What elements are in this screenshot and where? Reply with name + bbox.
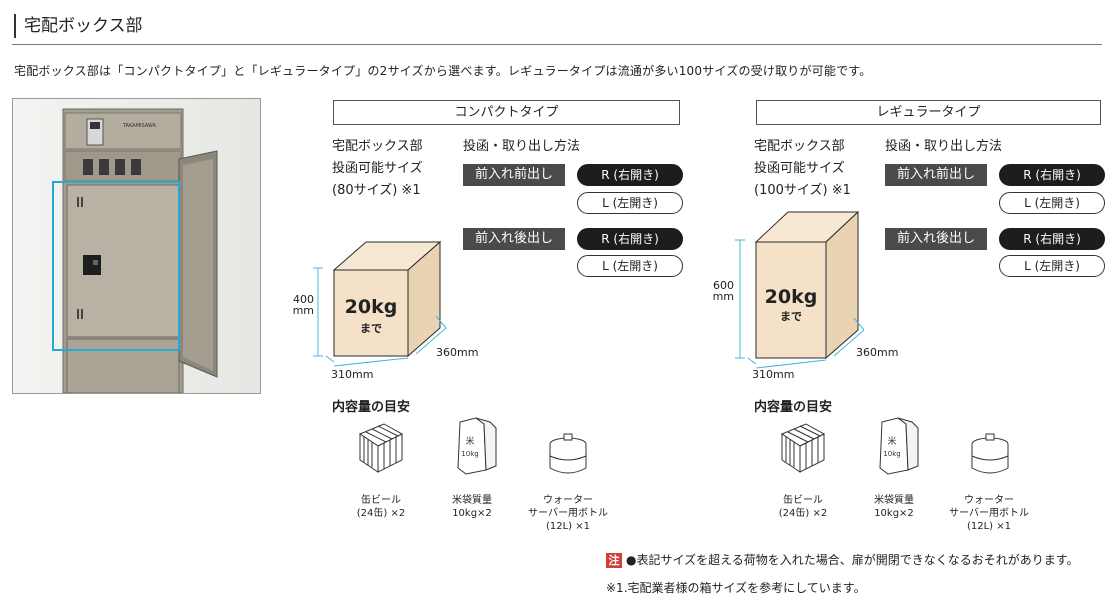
compact-water-caption-3: (12L) ×1 <box>545 521 591 532</box>
regular-rice-caption-2: 10kg×2 <box>874 508 914 519</box>
compact-size-heading-1: 宅配ボックス部 <box>332 139 423 154</box>
water-bottle-icon <box>971 433 1009 474</box>
compact-box-diagram <box>313 240 447 367</box>
intro-text: 宅配ボックス部は「コンパクトタイプ」と「レギュラータイプ」の2サイズから選べます… <box>14 64 872 78</box>
footnote: ※1.宅配業者様の箱サイズを参考にしています。 <box>606 581 866 595</box>
page-title: 宅配ボックス部 <box>14 14 143 38</box>
regular-method-heading: 投函・取り出し方法 <box>885 139 1003 154</box>
compact-height-value: 400 <box>293 293 314 306</box>
compact-depth-label: 360mm <box>436 346 479 359</box>
regular-size-heading-1: 宅配ボックス部 <box>754 139 845 154</box>
regular-depth-label: 360mm <box>856 346 899 359</box>
compact-rice-caption-1: 米袋質量 <box>452 495 492 506</box>
rice-weight-mark: 10kg <box>883 450 900 458</box>
compact-weight-suffix: まで <box>360 322 382 335</box>
compact-front-back-right-opening: R (右開き) <box>577 228 683 250</box>
regular-size-heading-2: 投函可能サイズ <box>754 161 845 176</box>
compact-size-heading-3: (80サイズ) ※1 <box>332 183 421 198</box>
regular-method-front-back: 前入れ後出し <box>885 228 987 250</box>
regular-beer-caption-1: 缶ビール <box>783 495 823 506</box>
rice-bag-icon: 米 10kg <box>457 417 497 475</box>
compact-beer-caption-2: (24缶) ×2 <box>356 508 406 519</box>
delivery-box-illustration: TAKAMISAWA <box>13 99 260 394</box>
regular-weight-suffix: まで <box>780 310 802 323</box>
product-photo: TAKAMISAWA <box>12 98 261 394</box>
water-bottle-icon <box>549 433 587 474</box>
regular-type-label: レギュラータイプ <box>756 100 1101 125</box>
compact-type-label: コンパクトタイプ <box>333 100 680 125</box>
compact-size-heading-2: 投函可能サイズ <box>332 161 423 176</box>
title-divider <box>12 44 1102 45</box>
beer-case-icon <box>780 423 826 473</box>
regular-weight-limit: 20kg <box>764 286 818 308</box>
regular-water-caption-3: (12L) ×1 <box>966 521 1012 532</box>
regular-contents-heading: 内容量の目安 <box>754 400 833 415</box>
regular-size-heading-3: (100サイズ) ※1 <box>754 183 851 198</box>
regular-width-label: 310mm <box>752 368 795 381</box>
rice-mark: 米 <box>465 435 474 447</box>
regular-height-value: 600 <box>713 279 734 292</box>
rice-mark: 米 <box>887 435 896 447</box>
caution-badge: 注 <box>606 553 622 568</box>
rice-weight-mark: 10kg <box>461 450 478 458</box>
beer-case-icon <box>358 423 404 473</box>
rice-bag-icon: 米 10kg <box>879 417 919 475</box>
compact-front-front-right-opening: R (右開き) <box>577 164 683 186</box>
compact-water-caption-2: サーバー用ボトル <box>528 508 608 519</box>
compact-front-back-left-opening: L (左開き) <box>577 255 683 277</box>
regular-rice-caption-1: 米袋質量 <box>874 495 914 506</box>
regular-front-front-right-opening: R (右開き) <box>999 164 1105 186</box>
brand-label: TAKAMISAWA <box>122 123 157 129</box>
compact-front-front-left-opening: L (左開き) <box>577 192 683 214</box>
compact-water-caption-1: ウォーター <box>543 495 593 506</box>
compact-method-front-front: 前入れ前出し <box>463 164 565 186</box>
caution-text: ●表記サイズを超える荷物を入れた場合、扉が開閉できなくなるおそれがあります。 <box>626 553 1079 567</box>
regular-height-unit: mm <box>712 290 734 303</box>
compact-weight-limit: 20kg <box>344 296 398 318</box>
regular-water-caption-2: サーバー用ボトル <box>949 508 1029 519</box>
caution-note: 注 ●表記サイズを超える荷物を入れた場合、扉が開閉できなくなるおそれがあります。 <box>606 551 1079 568</box>
compact-height-unit: mm <box>292 304 314 317</box>
compact-method-front-back: 前入れ後出し <box>463 228 565 250</box>
regular-water-caption-1: ウォーター <box>964 495 1014 506</box>
regular-front-front-left-opening: L (左開き) <box>999 192 1105 214</box>
regular-front-back-left-opening: L (左開き) <box>999 255 1105 277</box>
compact-beer-caption-1: 缶ビール <box>361 495 401 506</box>
compact-contents-heading: 内容量の目安 <box>332 400 411 415</box>
compact-width-label: 310mm <box>331 368 374 381</box>
regular-method-front-front: 前入れ前出し <box>885 164 987 186</box>
regular-front-back-right-opening: R (右開き) <box>999 228 1105 250</box>
regular-box-diagram <box>735 210 865 369</box>
compact-rice-caption-2: 10kg×2 <box>452 508 492 519</box>
compact-method-heading: 投函・取り出し方法 <box>463 139 581 154</box>
regular-beer-caption-2: (24缶) ×2 <box>778 508 828 519</box>
